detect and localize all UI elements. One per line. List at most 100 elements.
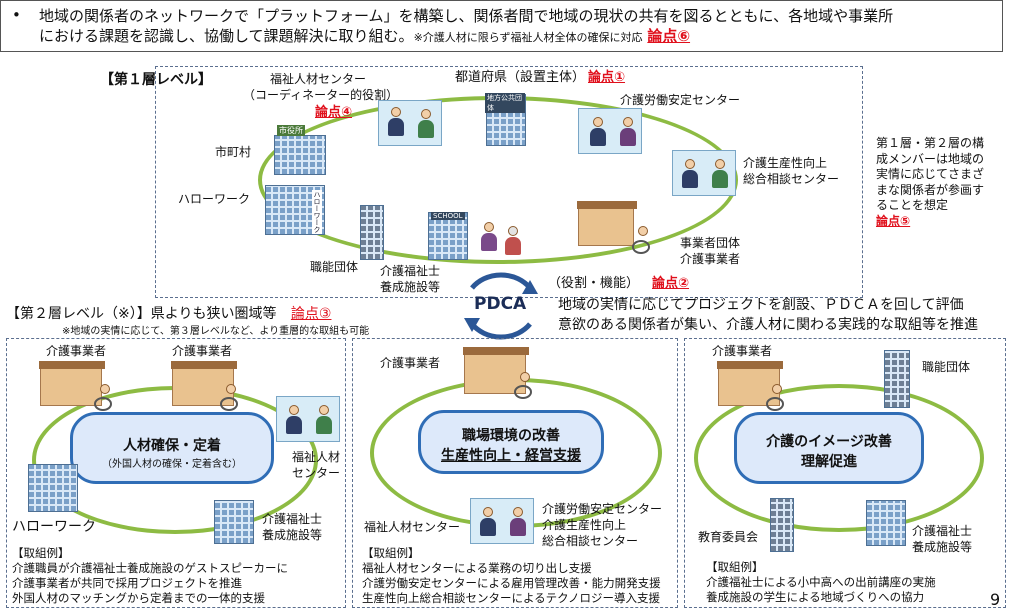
p2-example-item: 生産性向上総合相談センターによるテクノロジー導入支援 xyxy=(362,590,660,605)
panel1-center-sub: （外国人材の確保・定着含む） xyxy=(102,459,242,470)
panel3-center-sub: 理解促進 xyxy=(801,454,857,470)
pdca-description: 地域の実情に応じてプロジェクトを創設、ＰＤＣＡを回して評価 意欲のある関係者が集… xyxy=(558,296,978,336)
side-note-line: まな関係者が参画す xyxy=(876,182,985,197)
label-roudou-center: 介護労働安定センター xyxy=(620,93,741,107)
summary-note: ※介護人材に限らず福祉人材全体の確保に対応 xyxy=(413,30,643,44)
label-seisansei-2: 総合相談センター xyxy=(743,172,840,186)
p2-example-head: 【取組例】 xyxy=(362,546,420,560)
panel1-center: 人材確保・定着 （外国人材の確保・定着含む） xyxy=(70,412,274,484)
layer2-title-text: 【第２層レベル（※）】県よりも狭い圏域等 xyxy=(6,306,277,322)
summary-line1: 地域の関係者のネットワークで「プラットフォーム」を構築し、関係者間で地域の現状の… xyxy=(39,7,894,25)
p1-label-jigyosha-b: 介護事業者 xyxy=(172,344,233,358)
p2-label-seisansei-2: 総合相談センター xyxy=(542,534,639,548)
prefecture-sign: 地方公共団体 xyxy=(485,93,525,113)
school-building-icon: SCHOOL xyxy=(428,212,468,260)
roudou-desk-icon xyxy=(578,108,642,154)
p2-label-fukushi: 福祉人材センター xyxy=(364,520,461,534)
hellowork-building-icon: ハローワーク xyxy=(265,185,325,235)
panel3-ring xyxy=(694,384,984,532)
hellowork-sign: ハローワーク xyxy=(312,190,322,234)
p1-label-yousei-1: 介護福祉士 xyxy=(262,512,323,526)
label-jigyosha-dantai: 事業者団体 xyxy=(680,236,741,250)
label-coordinator: （コーディネーター的役割） xyxy=(243,88,399,102)
ronten-2: 論点② xyxy=(652,276,690,291)
p2-examples: 【取組例】 福祉人材センターによる業務の切り出し支援 介護労働安定センターによる… xyxy=(362,546,661,606)
p3-label-yousei-2: 養成施設等 xyxy=(912,540,973,554)
label-yousei-2: 養成施設等 xyxy=(380,280,441,294)
p3-example-head: 【取組例】 xyxy=(706,560,764,574)
p2-wheelchair-icon xyxy=(510,372,540,400)
p3-school-icon xyxy=(866,500,906,546)
label-prefecture: 都道府県（設置主体） xyxy=(455,70,586,85)
bullet: • xyxy=(12,6,21,24)
summary-line2: における課題を認識し、協働して課題解決に取り組む。 xyxy=(39,26,414,45)
p1-example-item: 介護職員が介護福祉士養成施設のゲストスピーカーに xyxy=(12,560,288,575)
pdca-desc-line1: 地域の実情に応じてプロジェクトを創設、ＰＤＣＡを回して評価 xyxy=(558,297,964,313)
p1-label-hellowork: ハローワーク xyxy=(12,519,96,535)
panel2-center-sub: 生産性向上・経営支援 xyxy=(441,448,581,464)
p3-wheelchair-icon xyxy=(762,384,792,412)
pdca-label: PDCA xyxy=(474,294,527,314)
pdca-cycle-icon xyxy=(464,272,538,340)
label-hellowork: ハローワーク xyxy=(178,192,251,206)
p3-label-jigyosha: 介護事業者 xyxy=(712,344,773,358)
p2-label-seisansei-1: 介護生産性向上 xyxy=(542,518,627,532)
school-sign: SCHOOL xyxy=(431,212,465,220)
panel-jinzai-kakuho xyxy=(6,338,346,608)
p1-examples: 【取組例】 介護職員が介護福祉士養成施設のゲストスピーカーに 介護事業者が共同で… xyxy=(12,546,288,606)
p3-label-kyouiku: 教育委員会 xyxy=(698,530,759,544)
page-number: 9 xyxy=(990,590,1001,609)
prefecture-building-icon: 地方公共団体 xyxy=(485,93,526,146)
p1-label-fukushi-2: センター xyxy=(292,466,341,480)
panel3-center: 介護のイメージ改善 理解促進 xyxy=(734,412,924,484)
p2-example-item: 福祉人材センターによる業務の切り出し支援 xyxy=(362,560,592,575)
p1-label-jigyosha-a: 介護事業者 xyxy=(46,344,107,358)
p3-example-item: 養成施設の学生による地域づくりへの協力 xyxy=(706,589,925,604)
seisansei-desk-icon xyxy=(672,150,736,196)
p2-label-jigyosha: 介護事業者 xyxy=(380,356,441,370)
panel3-center-title: 介護のイメージ改善 xyxy=(766,434,892,450)
p3-example-item: 介護福祉士による小中高への出前講座の実施 xyxy=(706,574,936,589)
label-seisansei-1: 介護生産性向上 xyxy=(743,156,828,170)
layer1-frame xyxy=(155,66,863,298)
label-role: （役割・機能） xyxy=(548,276,640,291)
label-shokuno: 職能団体 xyxy=(310,260,359,274)
label-jigyosha: 介護事業者 xyxy=(680,252,741,266)
summary-box: • 地域の関係者のネットワークで「プラットフォーム」を構築し、関係者間で地域の現… xyxy=(0,0,1003,52)
wheelchair-icon xyxy=(626,226,660,254)
ronten-1: 論点① xyxy=(588,70,626,85)
p1-fukushi-desk-icon xyxy=(276,396,340,442)
city-hall-icon: 市役所 xyxy=(274,125,326,175)
p1-hellowork-icon xyxy=(28,464,78,512)
city-hall-sign: 市役所 xyxy=(277,125,305,136)
label-yousei-1: 介護福祉士 xyxy=(380,264,441,278)
side-note-line: 実情に応じてさまざ xyxy=(876,167,985,182)
p2-label-roudou: 介護労働安定センター xyxy=(542,502,663,516)
p2-example-item: 介護労働安定センターによる雇用管理改善・能力開発支援 xyxy=(362,575,661,590)
panel-shokuba-kaizen xyxy=(352,338,678,608)
coordinator-desk-icon xyxy=(378,100,442,146)
p1-example-item: 介護事業者が共同で採用プロジェクトを推進 xyxy=(12,575,242,590)
ronten-4: 論点④ xyxy=(315,105,353,120)
p1-label-fukushi-1: 福祉人材 xyxy=(292,450,341,464)
layer2-title: 【第２層レベル（※）】県よりも狭い圏域等 論点③ xyxy=(6,303,331,323)
label-fukushi-center: 福祉人材センター xyxy=(270,72,367,86)
p3-label-shokuno: 職能団体 xyxy=(922,360,971,374)
p1-wheelchair-icon-a xyxy=(90,384,120,412)
ronten-5: 論点⑤ xyxy=(876,213,911,228)
p1-example-head: 【取組例】 xyxy=(12,546,70,560)
panel1-center-title: 人材確保・定着 xyxy=(123,438,221,454)
p1-school-icon xyxy=(214,500,254,544)
care-staff-icon xyxy=(474,220,536,262)
layer1-title: 【第１層レベル】 xyxy=(100,72,212,88)
side-note-line: ることを想定 xyxy=(876,198,949,213)
p3-examples: 【取組例】 介護福祉士による小中高への出前講座の実施 養成施設の学生による地域づ… xyxy=(706,560,936,605)
p1-label-yousei-2: 養成施設等 xyxy=(262,528,323,542)
layer2-note: ※地域の実情に応じて、第３層レベルなど、より重層的な取組も可能 xyxy=(62,326,370,337)
panel-image-kaizen xyxy=(684,338,1006,608)
p2-desk-icon xyxy=(470,498,534,544)
p3-kyouiku-tower-icon xyxy=(770,498,794,552)
panel2-center-title: 職場環境の改善 xyxy=(462,428,560,444)
ronten-3: 論点③ xyxy=(290,306,332,322)
care-facility-icon xyxy=(577,201,637,246)
